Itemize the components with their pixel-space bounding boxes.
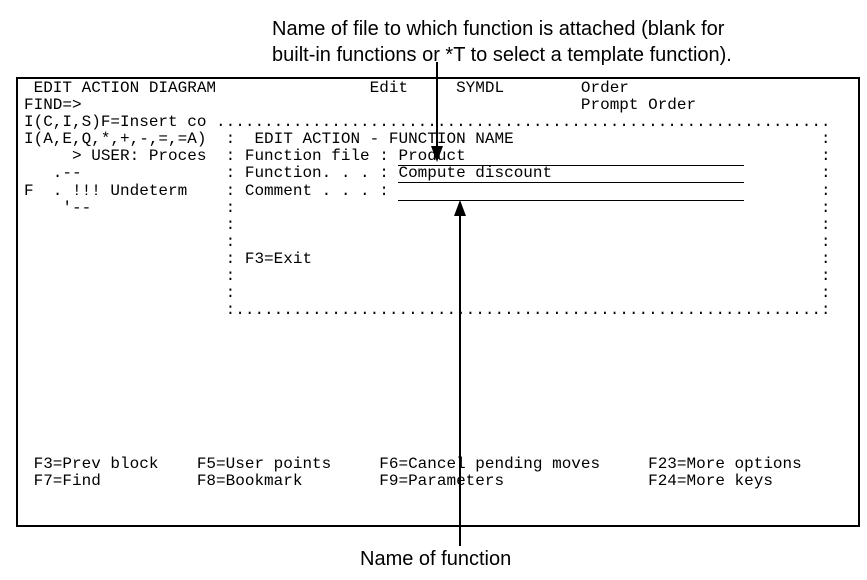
find-input-row[interactable]: FIND=> Prompt Order — [24, 96, 697, 115]
arrow-up-shaft — [459, 214, 461, 546]
top-annotation-line1: Name of file to which function is attach… — [272, 18, 725, 40]
popup-right-border: : — [744, 164, 831, 183]
top-annotation-line2: built-in functions or *T to select a tem… — [272, 44, 732, 66]
function-name-label: .-- : Function. . . : — [24, 164, 399, 183]
arrow-up-icon — [454, 200, 466, 216]
top-annotation: Name of file to which function is attach… — [272, 16, 732, 68]
function-keys-row-1: F3=Prev block F5=User points F6=Cancel p… — [24, 455, 802, 474]
popup-right-border: : — [744, 147, 831, 166]
comment-row: F . !!! Undeterm : Comment . . . : : — [24, 181, 858, 201]
function-file-row: > USER: Proces : Function file : Product… — [24, 147, 858, 167]
screen-header-row: EDIT ACTION DIAGRAM Edit SYMDL Order — [24, 79, 629, 97]
insert-prompt-row: I(C,I,S)F=Insert co ....................… — [24, 113, 831, 132]
popup-blank-row: : : — [24, 232, 831, 251]
screen-blank-row — [24, 388, 858, 405]
function-name-input[interactable]: Compute discount — [398, 164, 745, 184]
screen-blank-row — [24, 405, 858, 422]
popup-right-border: : — [744, 181, 831, 200]
popup-side-row: '-- : : — [24, 198, 831, 217]
bottom-annotation: Name of function — [360, 548, 512, 570]
screen-blank-row — [24, 354, 858, 371]
arrow-down-shaft — [436, 62, 438, 147]
popup-blank-row: : : — [24, 215, 831, 234]
popup-bottom-row: :.......................................… — [24, 301, 831, 320]
function-keys-row-2: F7=Find F8=Bookmark F9=Parameters F24=Mo… — [24, 472, 773, 491]
screen-blank-row — [24, 439, 858, 456]
screen-blank-row — [24, 336, 858, 353]
popup-blank-row: : : — [24, 267, 831, 286]
terminal-window: EDIT ACTION DIAGRAM Edit SYMDL Order FIN… — [16, 77, 860, 527]
popup-exit-key-row: : F3=Exit : — [24, 249, 831, 268]
popup-blank-row: : : — [24, 284, 831, 303]
screen-blank-row — [24, 422, 858, 439]
screen-blank-row — [24, 319, 858, 336]
comment-input[interactable] — [398, 181, 745, 201]
function-name-row: .-- : Function. . . : Compute discount : — [24, 164, 858, 184]
screen-blank-row — [24, 507, 858, 524]
arrow-down-icon — [431, 146, 443, 162]
screen-blank-row — [24, 371, 858, 388]
terminal-screen: EDIT ACTION DIAGRAM Edit SYMDL Order FIN… — [24, 79, 858, 525]
function-file-label: > USER: Proces : Function file : — [24, 147, 399, 166]
popup-title-row: I(A,E,Q,*,+,-,=,=A) : EDIT ACTION - FUNC… — [24, 130, 831, 149]
comment-label: F . !!! Undeterm : Comment . . . : — [24, 181, 399, 200]
screen-blank-row — [24, 490, 858, 507]
